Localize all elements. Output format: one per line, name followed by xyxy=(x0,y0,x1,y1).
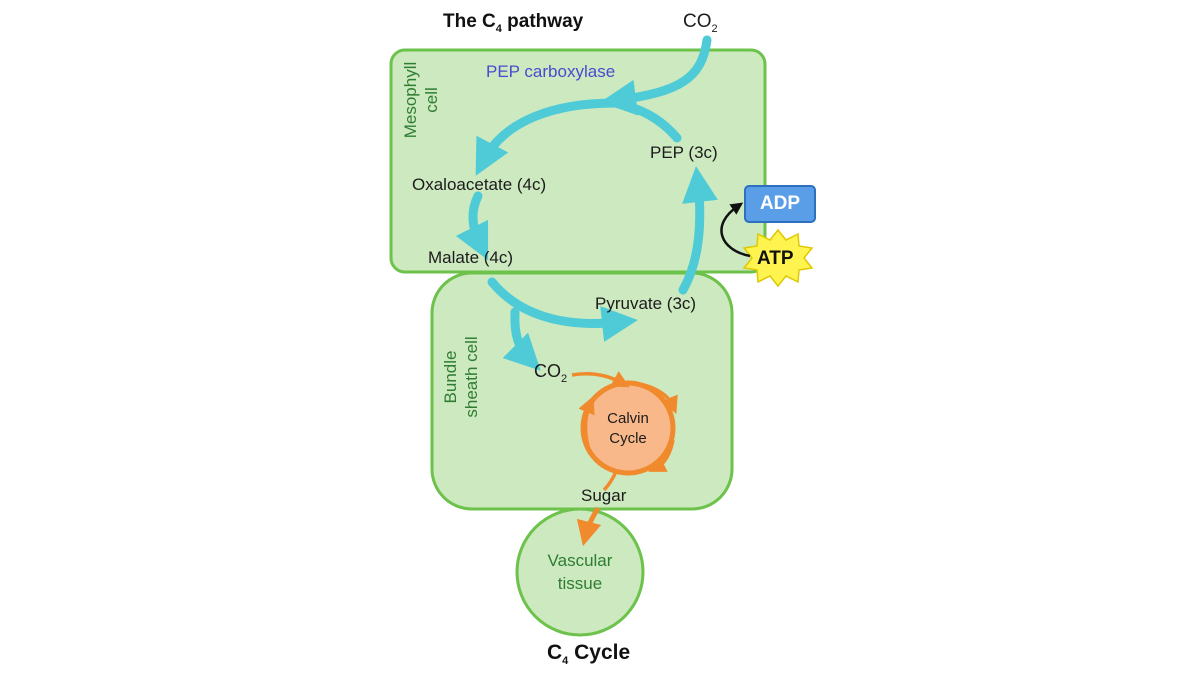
calvin-cycle-arrow-right xyxy=(648,439,675,472)
calvin-cycle-arrow-left xyxy=(578,395,595,453)
pep-carboxylase-to-oxaloacetate-arrow xyxy=(475,98,620,176)
diagram-title: The C4 pathway xyxy=(443,11,584,35)
sugar-to-vascular-arrow xyxy=(576,506,602,547)
malate-label: Malate (4c) xyxy=(428,248,514,267)
co2-input-label: CO2 xyxy=(683,11,718,35)
pyruvate-to-pep-arrow xyxy=(678,166,718,295)
atp-starburst xyxy=(742,228,814,288)
co2-bundle-label: CO2 xyxy=(534,361,568,385)
co2-entry-arrow xyxy=(600,35,712,116)
malate-to-pyruvate-arrow xyxy=(487,277,638,342)
calvin-to-sugar-line xyxy=(602,471,618,492)
pep-label: PEP (3c) xyxy=(650,143,718,162)
pyruvate-label: Pyruvate (3c) xyxy=(595,294,697,313)
atp-to-adp-arrow xyxy=(720,202,751,258)
adp-box: ADP xyxy=(744,185,816,223)
pep-carboxylase-label: PEP carboxylase xyxy=(486,62,616,81)
oxaloacetate-label: Oxaloacetate (4c) xyxy=(412,175,547,194)
pep-to-pep-carboxylase-arc xyxy=(610,98,682,143)
atp-label: ATP xyxy=(757,248,794,269)
sugar-label: Sugar xyxy=(581,486,627,505)
co2-to-calvin-arrow xyxy=(571,371,630,388)
diagram-caption: C4 Cycle xyxy=(547,641,631,667)
calvin-cycle-arrow-top xyxy=(627,381,678,415)
oxaloacetate-to-malate-arrow xyxy=(455,191,489,261)
malate-to-co2-arrow xyxy=(502,307,541,371)
mesophyll-cell xyxy=(389,48,767,274)
